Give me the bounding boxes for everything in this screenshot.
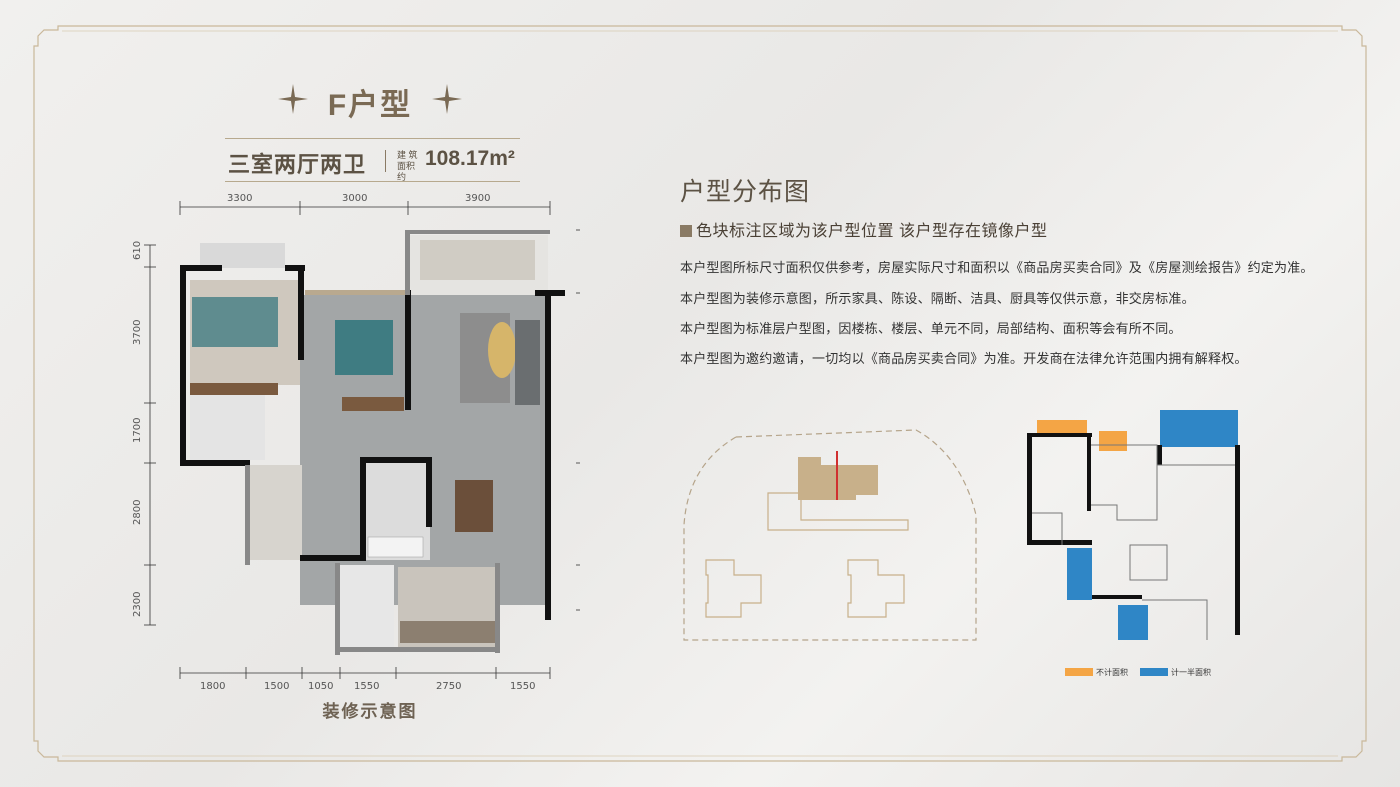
dim-top: 3000 [342, 193, 367, 204]
distribution-legend: 色块标注区域为该户型位置 该户型存在镜像户型 [680, 217, 1047, 241]
dim-left: 1700 [132, 418, 143, 443]
note-line: 本户型图所标尺寸面积仅供参考，房屋实际尺寸和面积以《商品房买卖合同》及《房屋测绘… [680, 260, 1314, 275]
dim-bottom: 1550 [510, 681, 535, 692]
distribution-title: 户型分布图 [680, 178, 811, 206]
excluded-area-label: 不计面积 [1096, 668, 1128, 677]
page-title: F户型 [327, 89, 413, 122]
layout-name: 三室两厅两卫 [228, 152, 367, 177]
dim-left: 2300 [132, 592, 143, 617]
distribution-legend-text: 色块标注区域为该户型位置 该户型存在镜像户型 [696, 223, 1048, 240]
note-line: 本户型图为邀约邀请，一切均以《商品房买卖合同》为准。开发商在法律允许范围内拥有解… [680, 351, 1248, 366]
excluded-area-balcony [1037, 420, 1087, 434]
note-line: 本户型图为装修示意图，所示家具、陈设、隔断、洁具、厨具等仅供示意，非交房标准。 [680, 291, 1195, 306]
subtitle-divider [225, 138, 520, 182]
half-area-swatch [1140, 668, 1168, 676]
dim-bottom: 1550 [354, 681, 379, 692]
sparkle-icon [278, 84, 308, 114]
half-area-garden [1067, 548, 1092, 600]
half-area-label: 计一半面积 [1171, 668, 1211, 677]
excluded-area-platform [1099, 431, 1127, 451]
area-value: 108.17m² [425, 147, 515, 170]
dim-bottom: 2750 [436, 681, 461, 692]
legend-square-icon [680, 225, 692, 237]
dim-bottom: 1500 [264, 681, 289, 692]
dim-top: 3900 [465, 193, 490, 204]
dim-left: 610 [132, 241, 143, 260]
sparkle-icon [432, 84, 462, 114]
dim-left: 3700 [132, 320, 143, 345]
dim-left: 2800 [132, 500, 143, 525]
floor-plan-caption: 装修示意图 [322, 702, 418, 721]
area-label: 建 筑 面积约 [397, 150, 418, 182]
half-area-balcony [1160, 410, 1238, 447]
subtitle-separator [385, 150, 386, 172]
dim-bottom: 1800 [200, 681, 225, 692]
note-line: 本户型图为标准层户型图，因楼栋、楼层、单元不同，局部结构、面积等会有所不同。 [680, 321, 1182, 336]
half-area-utility [1118, 605, 1148, 640]
dim-top: 3300 [227, 193, 252, 204]
excluded-area-swatch [1065, 668, 1093, 676]
floor-plan: 3300 3000 3900 610 3700 1700 2800 2300 1… [132, 193, 580, 692]
dim-bottom: 1050 [308, 681, 333, 692]
key-plan [1027, 410, 1240, 640]
site-plan [683, 429, 977, 641]
